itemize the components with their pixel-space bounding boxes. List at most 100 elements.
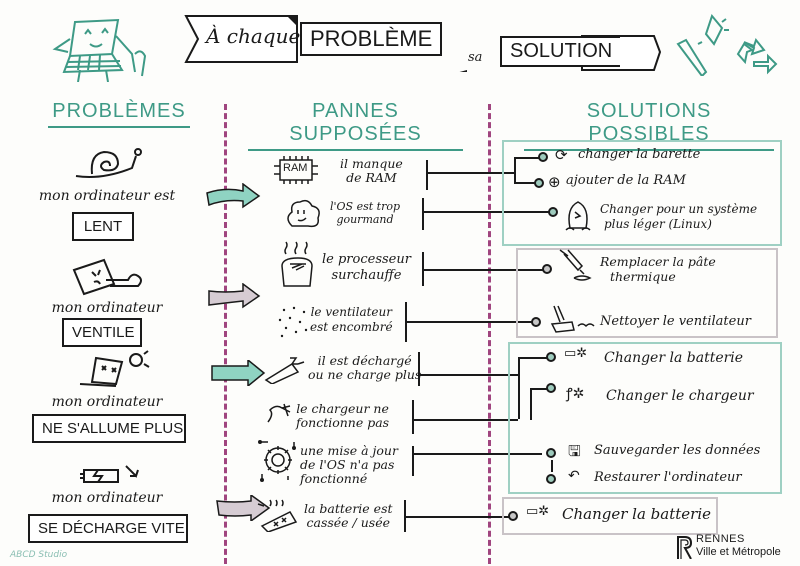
undo-icon: ↶ [568,468,580,484]
rennes-line1: RENNES [696,533,745,545]
solution-changer-batterie-1: Changer la batterie [604,350,744,366]
arrow-grey-1 [208,283,261,309]
battery-charge-icon [78,464,144,490]
connector-5 [418,374,518,376]
rennes-line2: Ville et Métropole [696,546,781,558]
node-dot [546,448,556,458]
connector-6 [412,419,518,421]
node-dot [538,152,548,162]
dust-icon [276,304,310,344]
connector-8 [404,516,514,518]
syringe-icon [556,248,596,288]
brush-icon [548,304,598,338]
node-dot [542,264,552,274]
problem-box-ventile: VENTILE [62,318,142,347]
column-header-problemes: PROBLÈMES [48,100,190,128]
node-dot [508,511,518,521]
node-dot [531,317,541,327]
column-header-solutions: SOLUTIONS POSSIBLES [524,100,774,151]
snail-icon [72,144,142,184]
problem-prefix-3: mon ordinateur [51,394,163,410]
column-divider-1 [224,104,227,564]
link-save-restore [551,460,553,472]
title-a-chaque: À chaque [206,24,301,48]
ram-chip-icon: RAM [274,156,318,184]
solution-nettoyer-ventilateur: Nettoyer le ventilateur [600,314,751,329]
panne-tick-7 [412,446,414,476]
node-dot [548,207,558,217]
branch-power-mid-vertical [530,388,532,420]
title-solution: SOLUTION [500,36,621,67]
arrow-teal-1 [206,183,261,209]
problem-box-lent: LENT [72,212,134,241]
battery-icon [262,354,306,388]
branch-power-top [518,357,548,359]
node-dot [546,474,556,484]
solution-changer-barette: changer la barette [578,147,701,162]
laptop-mascot-icon [50,14,150,83]
charger-sparkle-icon: ꝭ✲ [566,386,585,402]
refresh-icon: ⟳ [555,146,568,164]
branch-ram-bottom [514,182,536,184]
arrow-teal-2 [211,360,266,386]
rennes-logo: RENNES Ville et Métropole [676,533,796,563]
rennes-r-icon [677,536,692,559]
panne-tick-1 [426,160,428,190]
connector-3 [422,269,544,271]
node-dot [546,383,556,393]
studio-credit: ABCD Studio [10,550,68,560]
toaster-icon [278,240,318,294]
tools-recycle-icon [676,13,786,78]
floppy-disk-icon: 🖫 [568,442,581,460]
branch-ram-vertical [514,157,516,183]
branch-ram-top [514,157,540,159]
solution-sauvegarder: Sauvegarder les données [594,443,761,458]
fan-laptop-icon [70,256,146,300]
title-banner: À chaque PROBLÈME sa SOLUTION [182,12,662,72]
dead-laptop-icon [74,350,154,394]
column-header-pannes: PANNES SUPPOSÉES [248,100,463,151]
column-divider-2 [488,104,491,564]
connector-7 [412,453,542,455]
arrow-grey-2 [216,495,271,521]
connector-1 [426,172,514,174]
cloud-icon [284,198,322,234]
title-sa: sa [468,50,483,65]
plus-circle-icon: ⊕ [548,173,561,191]
panne-tick-2 [422,198,424,230]
broken-battery-icon [256,496,306,536]
solution-changer-batterie-2: Changer la batterie [562,505,711,523]
ram-chip-label: RAM [283,162,308,174]
new-battery-icon: ▭✲ [526,504,550,519]
solution-box-power [508,342,782,494]
connector-2 [422,211,550,213]
problem-prefix-4: mon ordinateur [51,490,163,506]
panne-tick-6 [412,400,414,434]
solution-box-ram [502,140,782,246]
node-dot [546,352,556,362]
problem-prefix-1: mon ordinateur est [38,188,176,204]
problem-box-se-decharge-vite: SE DÉCHARGE VITE [28,514,188,543]
node-dot [534,178,544,188]
solution-box-battery [502,497,718,535]
problem-prefix-2: mon ordinateur [51,300,163,316]
problem-box-ne-s-allume-plus: NE S'ALLUME PLUS [32,414,186,443]
solution-changer-chargeur: Changer le chargeur [606,388,754,404]
solution-box-heat [516,248,778,338]
gear-icon [258,438,298,486]
connector-4 [405,321,540,323]
title-probleme: PROBLÈME [300,22,443,56]
penguin-icon [564,198,592,236]
solution-restaurer: Restaurer l'ordinateur [594,470,742,485]
solution-ajouter-ram: ajouter de la RAM [566,173,686,188]
new-battery-icon: ▭✲ [564,346,588,361]
